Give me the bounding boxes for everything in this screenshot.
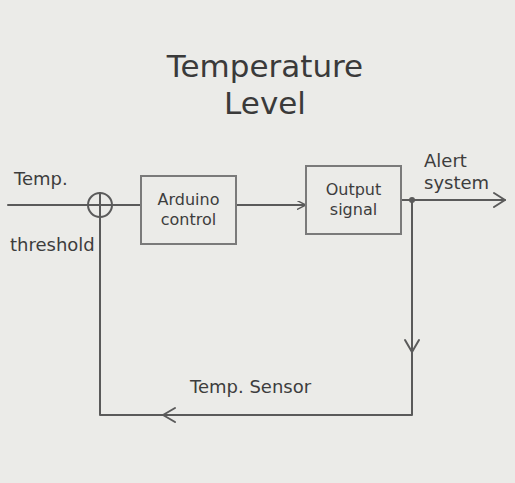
signal-arrow: [237, 204, 305, 206]
junction-cross: [99, 193, 101, 217]
arrow-head: [494, 193, 505, 207]
input-label: Temp.: [14, 168, 68, 190]
box-label: Output signal: [313, 180, 394, 220]
input-label: threshold: [10, 234, 95, 256]
arrow-head: [163, 408, 175, 422]
process-box: Arduino control: [140, 175, 237, 245]
diagram-title: Temperature Level: [140, 48, 390, 122]
summing-junction: [88, 193, 112, 217]
junction-to-controller: [112, 204, 140, 206]
output-label: Alert system: [424, 150, 510, 193]
input-line: [8, 204, 88, 206]
branch-dot: [410, 198, 414, 202]
sensor-label: Temp. Sensor: [190, 376, 311, 398]
arrow-head: [405, 340, 419, 352]
process-box: Output signal: [305, 165, 402, 235]
output-line: [400, 199, 505, 201]
box-label: Arduino control: [148, 190, 229, 230]
